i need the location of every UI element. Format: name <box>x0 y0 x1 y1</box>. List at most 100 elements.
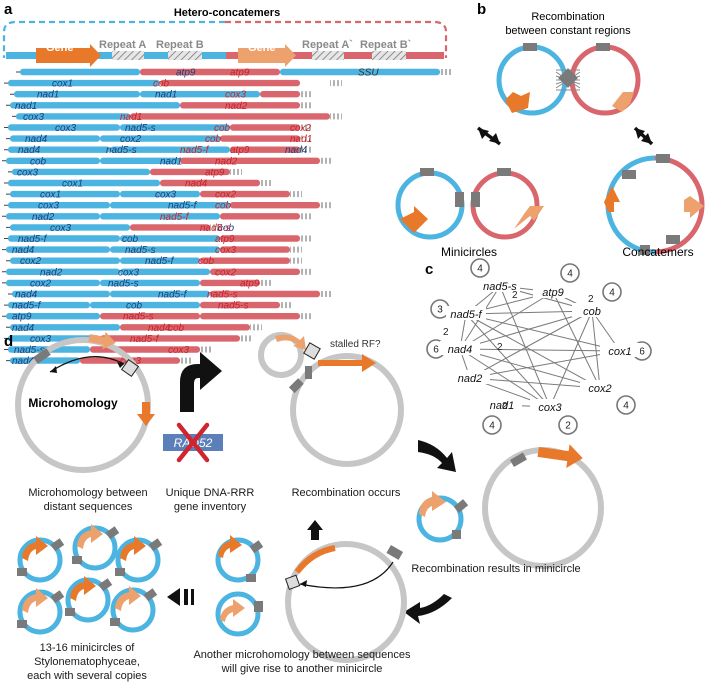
read-segment <box>8 202 110 209</box>
network-node-nad2: nad2 <box>458 373 482 385</box>
gene-label: cox3 <box>50 223 72 234</box>
gene-label: nad1 <box>290 134 312 145</box>
read-repeat-ticks <box>300 146 312 153</box>
network-edge <box>469 350 621 379</box>
read-repeat-ticks <box>300 102 312 109</box>
gene-label: nad1 <box>160 156 182 167</box>
read-repeat-ticks <box>300 124 312 131</box>
gene-label: nad4 <box>15 290 38 301</box>
read-segment <box>8 235 120 242</box>
gene-label: nad1 <box>155 90 177 101</box>
gene-label: nad4 <box>12 323 35 334</box>
read-segment <box>300 79 330 87</box>
read-repeat-ticks <box>200 346 212 353</box>
caption-microhomology-line1: Microhomology between <box>28 487 147 499</box>
turn-right-arrow <box>180 352 222 412</box>
gene-label: cox1 <box>52 79 73 90</box>
gene-label: cob <box>126 301 143 312</box>
gene-label: nad5-s <box>200 223 231 234</box>
read-repeat-ticks <box>320 202 332 209</box>
read-segment <box>260 91 300 98</box>
read-segment <box>280 68 440 76</box>
self-loop-count: 2 <box>565 421 571 432</box>
gene-label: nad2 <box>40 267 63 278</box>
cluster-minicircle <box>65 576 113 623</box>
network-edge <box>465 313 601 389</box>
gene-label: nad4 <box>12 245 35 256</box>
gene-label: nad5-f <box>158 290 188 301</box>
read-segment <box>8 79 160 87</box>
node-bg <box>450 370 490 384</box>
read-repeat-ticks <box>300 135 312 142</box>
edge-label: 2 <box>512 290 518 301</box>
caption-another-microhomology-line1: Another microhomology between sequences <box>193 649 411 661</box>
read-segment <box>200 301 280 309</box>
read-repeat-ticks <box>240 335 252 342</box>
cluster-minicircle <box>72 524 120 571</box>
network-edge <box>549 310 593 408</box>
segment-label-repeat-a: Repeat A <box>99 39 146 51</box>
gene-arrow-2 <box>238 44 296 67</box>
read-segment <box>10 324 120 331</box>
stalled-rf-label: stalled RF? <box>330 339 381 350</box>
gene-label: cox3 <box>30 334 52 345</box>
caption-dna-rrr-line2: gene inventory <box>174 501 247 513</box>
network-edge <box>465 310 593 315</box>
read-segment <box>100 157 180 164</box>
repeat-a-prime-block <box>312 51 344 60</box>
cluster-minicircle <box>17 536 65 583</box>
network-edge <box>459 348 601 389</box>
segment-label-repeat-a-prime: Repeat A` <box>302 39 353 51</box>
panel-c-label: c <box>425 261 433 278</box>
self-loop-count: 6 <box>639 347 645 358</box>
self-loop <box>558 415 578 435</box>
gene-label: cox3 <box>17 167 39 178</box>
read-repeat-ticks <box>300 213 312 220</box>
read-segment <box>6 313 100 320</box>
node-bg <box>480 278 520 292</box>
network-edge-labels: 2 2 2 2 2 <box>443 290 594 412</box>
read-segment <box>220 213 300 220</box>
caption-another-microhomology-line2: will give rise to another minicircle <box>221 663 383 675</box>
network-edge <box>591 310 601 389</box>
gene-label: cox3 <box>215 245 237 256</box>
gene-label: atp9 <box>230 68 250 79</box>
read-repeat-ticks <box>210 224 222 231</box>
caption-minicircle-result: Recombination results in minicircle <box>411 563 580 575</box>
gene-label: cox2 <box>215 190 237 201</box>
gene-label: SSU <box>358 68 379 79</box>
gene-label: nad5-f <box>168 201 198 212</box>
read-repeat-ticks <box>320 157 332 164</box>
network-node-nad4: nad4 <box>448 344 472 356</box>
read-segment <box>10 102 180 109</box>
read-repeat-ticks <box>260 279 272 286</box>
gene-label: nad5-f <box>12 301 42 312</box>
microhomology-label: Microhomology <box>28 396 118 410</box>
read-repeat-ticks <box>290 257 302 264</box>
node-bg <box>440 341 480 355</box>
read-segment <box>90 301 200 309</box>
read-segment <box>100 135 220 142</box>
read-segment <box>8 179 160 187</box>
self-loop-count: 4 <box>609 288 615 299</box>
read-segment <box>200 257 290 264</box>
node-bg <box>572 303 612 317</box>
read-segment <box>230 124 300 131</box>
gene-label: cox3 <box>168 345 190 356</box>
gene-label: nad2 <box>215 156 238 167</box>
gene-label: nad5-s <box>108 278 139 289</box>
gene-label: cox2 <box>30 278 52 289</box>
up-arrow <box>307 520 323 540</box>
repeat-b-prime-block <box>372 51 406 60</box>
gene-label: cox1 <box>40 190 61 201</box>
read-segment <box>220 135 300 142</box>
read-segment <box>140 91 260 98</box>
read-segment <box>140 68 280 76</box>
new-minicircle <box>416 491 469 543</box>
gene-label: cob <box>122 234 139 245</box>
read-segment <box>160 79 300 87</box>
read-repeat-ticks <box>250 324 262 331</box>
gene-label: cob <box>168 323 185 334</box>
